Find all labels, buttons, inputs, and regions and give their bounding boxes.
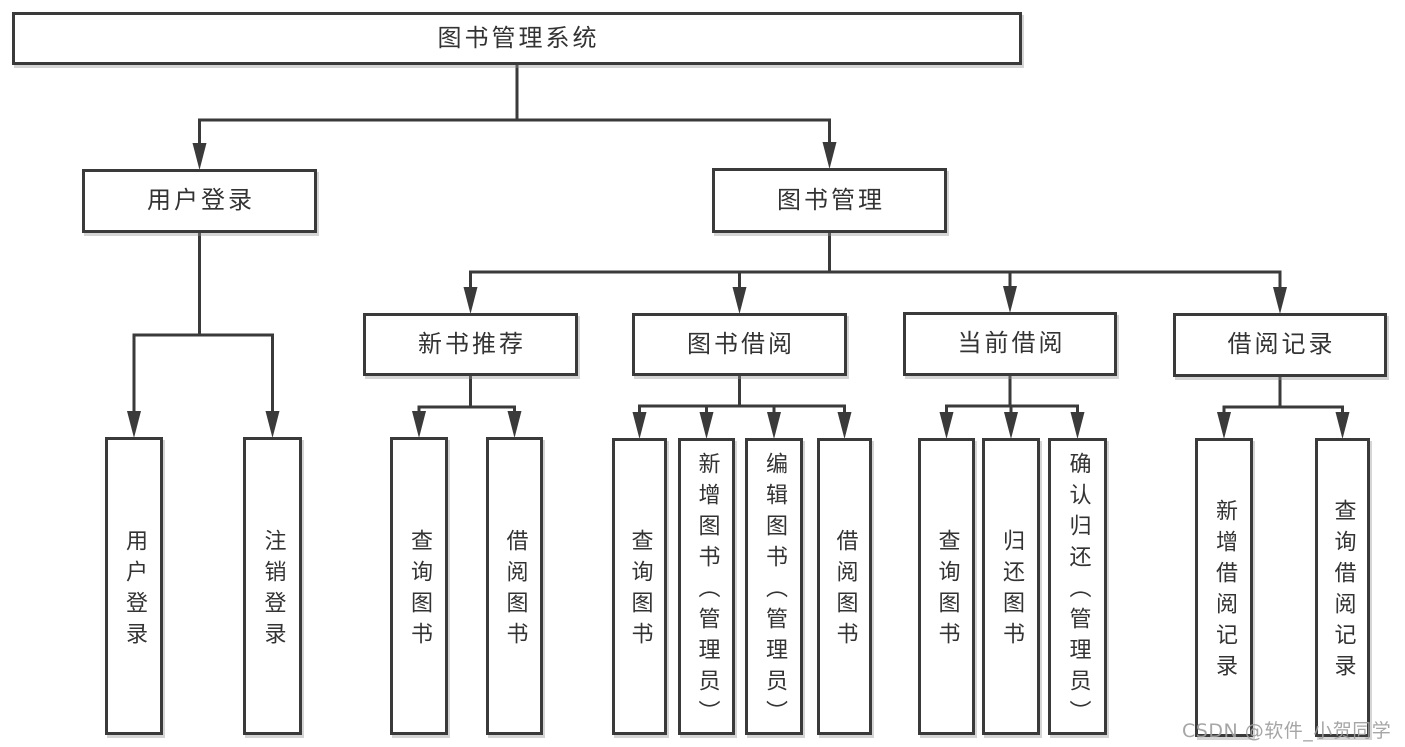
node-label: 图书管理 bbox=[777, 185, 885, 214]
arrowhead-icon bbox=[1335, 412, 1350, 439]
connector-user-login bbox=[132, 231, 274, 415]
connector-book-mgmt bbox=[469, 231, 1282, 291]
node-label: 用户登录 bbox=[147, 186, 255, 215]
arrowhead-icon bbox=[192, 143, 207, 170]
node-label: 借阅图书 bbox=[502, 528, 528, 653]
arrowhead-icon bbox=[1004, 412, 1018, 439]
node-label: 查询借阅记录 bbox=[1330, 499, 1356, 685]
node-label: 查询图书 bbox=[627, 529, 653, 653]
node-label: 查询图书 bbox=[407, 528, 432, 653]
arrowhead-icon bbox=[732, 287, 747, 314]
node-user-login: 用户登录 bbox=[82, 169, 317, 233]
connector-book-borrow bbox=[638, 374, 846, 416]
node-label: 归还图书 bbox=[999, 529, 1024, 653]
arrowhead-icon bbox=[939, 412, 954, 439]
node-root: 图书管理系统 bbox=[12, 12, 1022, 65]
node-label: 图书管理系统 bbox=[437, 23, 600, 52]
node-current-borrow: 当前借阅 bbox=[903, 312, 1117, 376]
node-leaf-add-record: 新增借阅记录 bbox=[1195, 438, 1253, 737]
node-label: 借阅记录 bbox=[1227, 330, 1336, 359]
node-leaf-borrow-book-1: 借阅图书 bbox=[486, 437, 543, 735]
node-leaf-add-book: 新增图书（管理员） bbox=[678, 438, 735, 735]
node-leaf-edit-book: 编辑图书（管理员） bbox=[745, 438, 803, 735]
arrowhead-icon bbox=[265, 411, 280, 438]
arrowhead-icon bbox=[837, 412, 852, 439]
node-new-book-rec: 新书推荐 bbox=[363, 313, 578, 376]
node-label: 新书推荐 bbox=[418, 329, 526, 358]
node-label: 编辑图书（管理员） bbox=[762, 451, 787, 731]
node-leaf-return-book: 归还图书 bbox=[982, 438, 1040, 735]
node-leaf-confirm-return: 确认归还（管理员） bbox=[1048, 438, 1107, 735]
node-label: 图书借阅 bbox=[687, 329, 795, 358]
node-leaf-query-record: 查询借阅记录 bbox=[1315, 438, 1370, 737]
arrowhead-icon bbox=[822, 142, 837, 169]
node-label: 注销登录 bbox=[260, 528, 286, 653]
node-book-mgmt: 图书管理 bbox=[712, 168, 947, 233]
connector-current-borrow bbox=[945, 374, 1079, 416]
node-label: 当前借阅 bbox=[957, 329, 1066, 358]
node-leaf-borrow-book-2: 借阅图书 bbox=[817, 438, 872, 735]
connector-new-book-rec bbox=[417, 374, 516, 415]
arrowhead-icon bbox=[767, 412, 781, 439]
node-label: 确认归还（管理员） bbox=[1065, 451, 1091, 731]
arrowhead-icon bbox=[507, 411, 522, 438]
arrowhead-icon bbox=[127, 411, 141, 438]
arrowhead-icon bbox=[412, 411, 426, 438]
arrowhead-icon bbox=[1273, 287, 1287, 314]
connector-borrow-records bbox=[1222, 375, 1344, 416]
arrowhead-icon bbox=[699, 412, 714, 439]
node-book-borrow: 图书借阅 bbox=[632, 313, 847, 376]
connector-root bbox=[198, 63, 831, 147]
arrowhead-icon bbox=[1003, 286, 1017, 313]
node-label: 新增图书（管理员） bbox=[694, 451, 720, 731]
node-leaf-query-book-3: 查询图书 bbox=[918, 438, 975, 735]
node-leaf-user-login: 用户登录 bbox=[105, 437, 163, 735]
node-label: 用户登录 bbox=[122, 528, 147, 653]
arrowhead-icon bbox=[632, 412, 647, 439]
node-label: 新增借阅记录 bbox=[1212, 499, 1237, 685]
node-leaf-logout: 注销登录 bbox=[243, 437, 302, 735]
arrowhead-icon bbox=[1070, 412, 1085, 439]
arrowhead-icon bbox=[463, 287, 478, 314]
node-leaf-query-book-1: 查询图书 bbox=[390, 437, 448, 735]
node-leaf-query-book-2: 查询图书 bbox=[612, 438, 667, 735]
node-label: 借阅图书 bbox=[832, 529, 858, 653]
node-borrow-records: 借阅记录 bbox=[1173, 313, 1387, 377]
node-label: 查询图书 bbox=[934, 529, 960, 653]
arrowhead-icon bbox=[1217, 412, 1231, 439]
